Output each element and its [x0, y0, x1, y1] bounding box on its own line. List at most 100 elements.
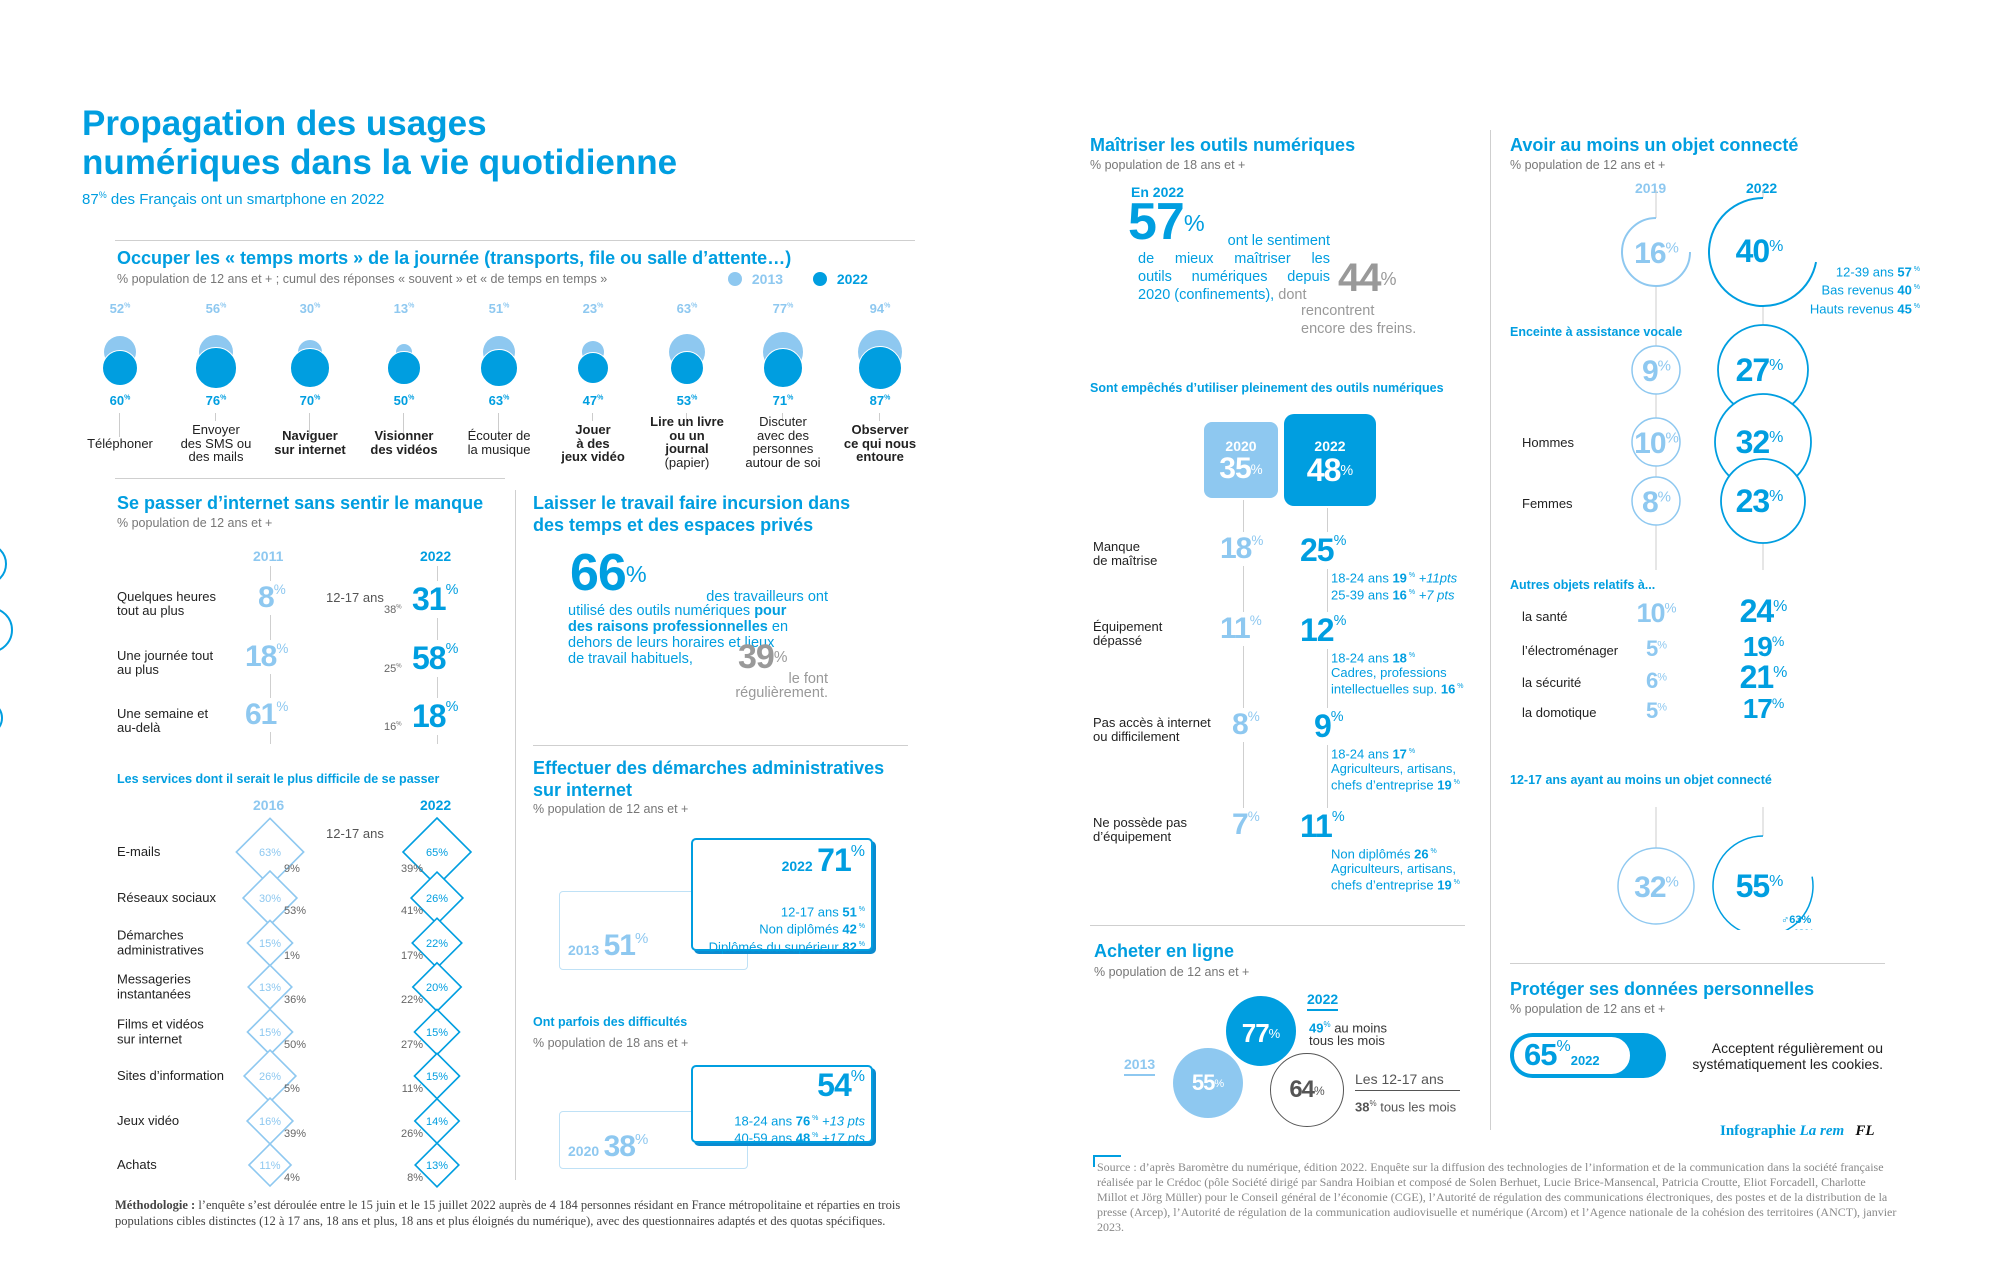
- methodology-note: Méthodologie : l’enquête s’est déroulée …: [115, 1198, 901, 1228]
- diamond-value: 11%: [259, 1160, 280, 1172]
- value-2019: 10%: [1634, 427, 1678, 460]
- teen-value: 1%: [284, 950, 300, 962]
- population-note: % population de 12 ans et +: [1094, 965, 1250, 979]
- cookies-pill: 65%2022: [1510, 1033, 1666, 1078]
- value-2022: 50%: [393, 393, 415, 408]
- diamond-value: 20%: [426, 982, 448, 994]
- detail-row: 12-39 ans 57 %: [1835, 264, 1920, 280]
- temps-morts-item: 52%60%Téléphoner: [60, 295, 180, 485]
- section-title-objet: Avoir au moins un objet connecté: [1510, 135, 1799, 155]
- circle-2022: [1712, 835, 1814, 930]
- section-title-maitriser: Maîtriser les outils numériques: [1090, 135, 1356, 155]
- value-2019: 10%: [1636, 598, 1676, 628]
- travail-big-value: 66%: [570, 544, 647, 602]
- objet-details: 12-39 ans 57 %Bas revenus 40 %Hauts reve…: [1810, 262, 1920, 317]
- bubble-2022: [195, 347, 237, 389]
- service-label: E-mails: [117, 844, 161, 859]
- box-2022: 2022 71% 12-17 ans 51 %Non diplômés 42 %…: [691, 838, 873, 954]
- demarches-details: 12-17 ans 51 %Non diplômés 42 %Diplômés …: [709, 902, 865, 954]
- bubble-2022: [480, 349, 518, 387]
- section-title-demarches: Effectuer des démarches administratives …: [533, 758, 885, 800]
- value-2019: 6%: [1646, 668, 1667, 693]
- value-2022: 12%: [1300, 612, 1347, 649]
- maitriser-text: ont le sentiment de mieux maîtriser les …: [1138, 233, 1330, 303]
- page-subtitle: 87% des Français ont un smartphone en 20…: [82, 190, 385, 208]
- value-2013: 56%: [205, 301, 227, 316]
- value-2022: 23%: [1736, 483, 1784, 519]
- teen-value: 41%: [401, 905, 423, 917]
- year-2016: 2016: [253, 797, 285, 813]
- section-title-donnees: Protéger ses données personnelles: [1510, 979, 1815, 999]
- value-2011: 18%: [243, 640, 291, 674]
- value-2022: 19%: [1743, 631, 1784, 662]
- diamond-value: 15%: [259, 938, 281, 950]
- value-2022: 32%: [1736, 424, 1784, 460]
- autres-label: l’électroménager: [1522, 643, 1619, 658]
- teen-value: 22%: [401, 994, 423, 1006]
- enceinte-title: Enceinte à assistance vocale: [1510, 325, 1683, 339]
- section-title-acheter: Acheter en ligne: [1094, 941, 1235, 961]
- autres-label: la santé: [1522, 609, 1568, 624]
- autres-label: la sécurité: [1522, 675, 1582, 690]
- section-title-internet-manque: Se passer d’internet sans sentir le manq…: [117, 493, 484, 513]
- difficultes-title: Ont parfois des difficultés: [533, 1015, 688, 1029]
- population-note: % population de 12 ans et +: [1510, 1002, 1666, 1016]
- value-2022: 63%: [488, 393, 510, 408]
- diamond-value: 16%: [259, 1116, 281, 1128]
- circle-2022: 77%: [1224, 994, 1298, 1068]
- value-2022: 47%: [582, 393, 604, 408]
- value-2013: 94%: [869, 301, 891, 316]
- circle-2019: [1621, 217, 1691, 287]
- teen-value: 17%: [401, 950, 423, 962]
- box-2020: 2020 38%: [559, 1111, 748, 1169]
- value-2022: 9%: [1314, 708, 1344, 745]
- diamond-value: 63%: [259, 847, 281, 859]
- value-2020: 8%: [1232, 708, 1260, 742]
- value-2022: 76%: [205, 393, 227, 408]
- value-2022: 87%: [869, 393, 891, 408]
- diamond-value: 26%: [426, 893, 448, 905]
- population-note: % population de 12 ans et +: [117, 516, 273, 530]
- circle-2020: [1617, 847, 1695, 925]
- year-2011: 2011: [253, 548, 284, 564]
- value-2019: 8%: [1642, 486, 1671, 519]
- teen-value: 38%: [384, 604, 402, 616]
- diamond-value: 22%: [426, 938, 448, 950]
- detail-row: Diplômés du supérieur 82 %: [708, 938, 865, 954]
- divider: [1090, 925, 1465, 926]
- value-2020: 18%: [1220, 532, 1264, 566]
- autres-title: Autres objets relatifs à...: [1510, 578, 1656, 592]
- empeches-title: Sont empêchés d’utiliser pleinement des …: [1090, 381, 1444, 395]
- teen-value: 27%: [401, 1039, 423, 1051]
- objet-connecte-chart: 16%40%9%27%10%32%8%23%10%24%5%19%6%21%5%…: [1617, 190, 1818, 930]
- bubble-2022: [387, 351, 421, 385]
- teen-male-value: ♂63%: [1781, 914, 1811, 926]
- bubble-2022: [858, 346, 902, 390]
- circle-2019: [1631, 417, 1681, 467]
- detail-row: Non diplômés 42 %: [759, 921, 865, 937]
- teen-value: 11%: [402, 1083, 423, 1095]
- teen-monthly-note: 38% tous les mois: [1355, 1099, 1457, 1115]
- value-2019: 5%: [1646, 636, 1667, 661]
- year-label: En 2022: [1131, 184, 1184, 200]
- year-2022: 2022: [1307, 991, 1339, 1011]
- value-2013: 52%: [109, 301, 131, 316]
- population-note: % population de 12 ans et + ; cumul des …: [117, 272, 608, 286]
- value-2022: 17%: [1743, 693, 1784, 724]
- row-details: Non diplômés 26 %Agriculteurs, artisans,…: [1331, 845, 1460, 894]
- value-2022: 31%: [410, 581, 461, 618]
